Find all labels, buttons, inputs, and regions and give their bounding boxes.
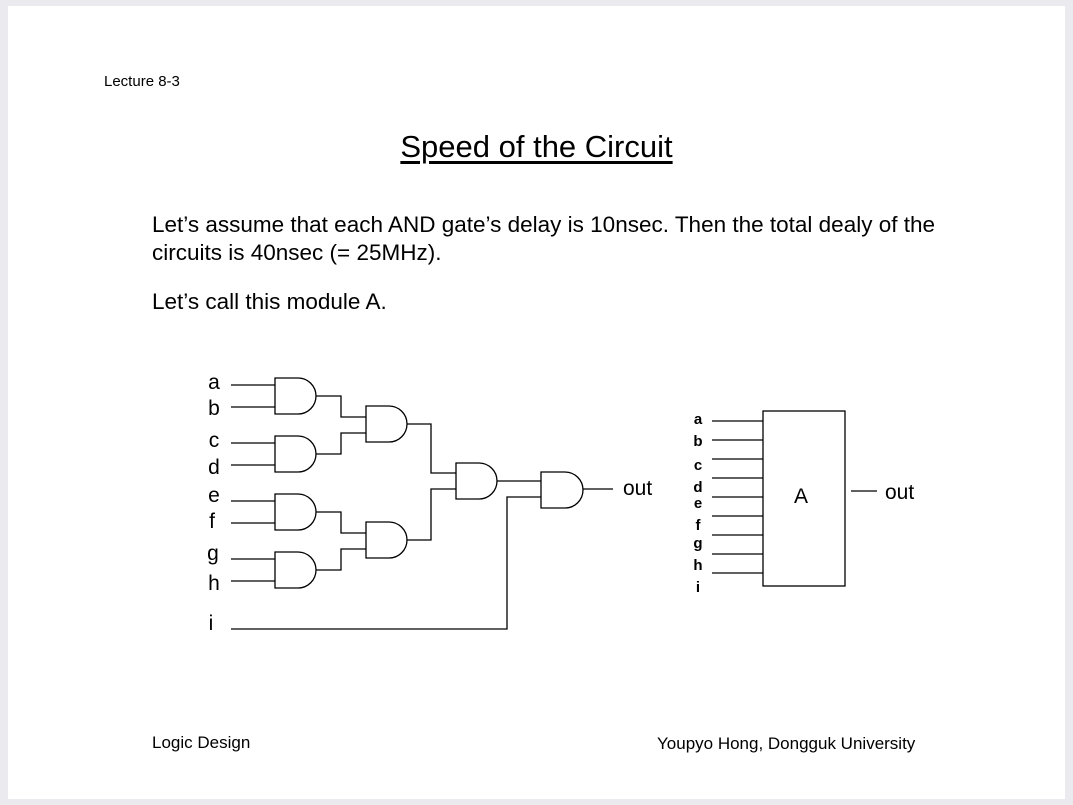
and-gate-ab: [274, 377, 317, 415]
circuit-input-b: b: [208, 397, 220, 420]
module-input-b: b: [693, 433, 702, 450]
module-input-a: a: [694, 411, 703, 428]
circuit-input-i: i: [209, 612, 214, 635]
circuit-input-d: d: [208, 456, 220, 479]
module-input-c: c: [694, 457, 702, 474]
slide: Lecture 8-3 Speed of the Circuit Let’s a…: [8, 6, 1065, 799]
footer-author: Youpyo Hong, Dongguk University: [657, 734, 916, 753]
body-paragraph-1: Let’s assume that each AND gate’s delay …: [152, 212, 935, 265]
circuit-input-g: g: [207, 542, 219, 565]
module-input-i: i: [696, 579, 700, 596]
slide-title: Speed of the Circuit: [400, 129, 673, 164]
circuit-input-c: c: [209, 429, 220, 452]
and-gate-abcd: [365, 405, 408, 443]
module-input-g: g: [693, 535, 702, 552]
circuit-input-e: e: [208, 484, 220, 507]
module-name: A: [794, 485, 808, 508]
body-paragraph-2: Let’s call this module A.: [152, 289, 387, 314]
module-input-e: e: [694, 495, 702, 512]
module-input-d: d: [693, 479, 702, 496]
circuit-input-h: h: [208, 572, 220, 595]
module-input-h: h: [693, 557, 702, 574]
and-gate-final: [540, 471, 584, 509]
and-gate-ef: [274, 493, 317, 531]
circuit-input-f: f: [209, 510, 215, 533]
module-output-label: out: [885, 481, 914, 504]
lecture-number: Lecture 8-3: [104, 73, 180, 90]
module-input-f: f: [696, 517, 702, 534]
and-gate-efgh: [365, 521, 408, 559]
circuit-output-label: out: [623, 477, 652, 500]
footer-course: Logic Design: [152, 733, 251, 752]
circuit-input-a: a: [208, 371, 220, 394]
and-gate-abcdefgh: [455, 462, 498, 500]
circuit-diagram: a b c d e f g h i out a b c d e f g h i …: [207, 371, 914, 635]
module-a-box: [762, 410, 846, 587]
and-gate-gh: [274, 551, 317, 589]
and-gate-cd: [274, 435, 317, 473]
